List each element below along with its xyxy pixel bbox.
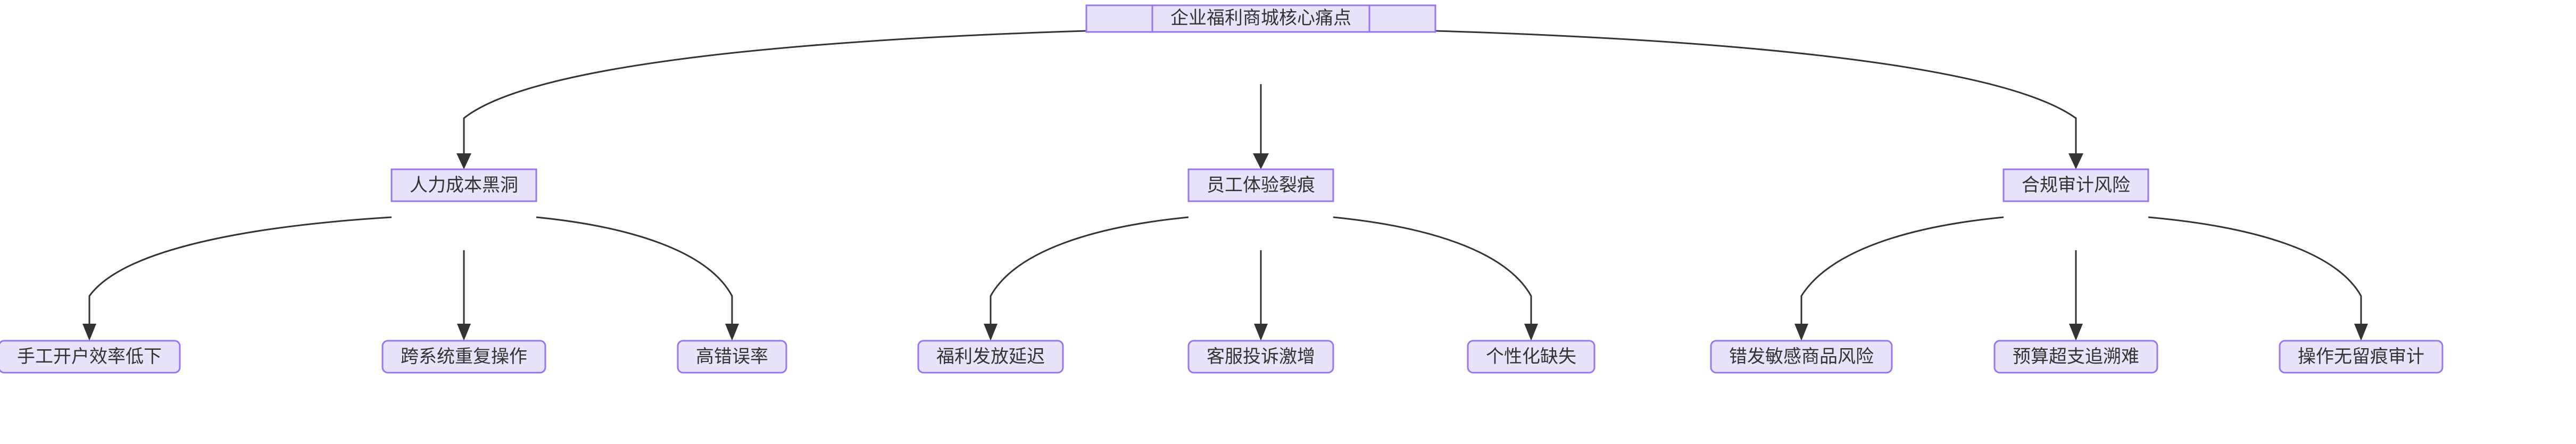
- arrow-head: [2069, 324, 2083, 341]
- node-branch-3-box[interactable]: [2002, 168, 2149, 202]
- edge-path: [88, 216, 392, 329]
- node-leaf-2-label: 跨系统重复操作: [401, 347, 527, 367]
- edge-branch-2-to-leaf-4: [984, 216, 1189, 341]
- node-branch-3-label: 合规审计风险: [2022, 175, 2130, 195]
- node-leaf-5[interactable]: 客服投诉激增: [1187, 340, 1334, 374]
- node-layer: 企业福利商城核心痛点 人力成本黑洞 员工体验裂痕 合规审计风险 手工开户效率低下: [0, 4, 2444, 374]
- edge-branch-1-to-leaf-2: [457, 250, 471, 341]
- node-leaf-7-box[interactable]: [1710, 340, 1893, 374]
- edge-root-to-branch-1: [456, 30, 1087, 169]
- arrow-head: [1794, 324, 1808, 341]
- arrow-head: [984, 324, 998, 341]
- node-leaf-4-label: 福利发放延迟: [936, 347, 1045, 367]
- edge-path: [1333, 216, 1532, 329]
- node-leaf-8-box[interactable]: [1993, 340, 2158, 374]
- node-leaf-7-label: 错发敏感商品风险: [1729, 347, 1874, 367]
- arrow-head: [2068, 153, 2083, 169]
- node-leaf-3-label: 高错误率: [696, 347, 768, 367]
- node-branch-1-box[interactable]: [390, 168, 537, 202]
- node-branch-2[interactable]: 员工体验裂痕: [1187, 168, 1334, 202]
- edge-branch-1-to-leaf-1: [82, 216, 392, 341]
- node-leaf-8-label: 预算超支追溯难: [2013, 347, 2139, 367]
- node-leaf-6-label: 个性化缺失: [1486, 347, 1576, 367]
- node-leaf-5-label: 客服投诉激增: [1207, 347, 1315, 367]
- node-leaf-1[interactable]: 手工开户效率低下: [0, 340, 181, 374]
- edge-path: [1435, 30, 2077, 160]
- node-leaf-6[interactable]: 个性化缺失: [1467, 340, 1596, 374]
- edge-path: [536, 216, 733, 329]
- arrow-head: [457, 324, 471, 341]
- node-leaf-3[interactable]: 高错误率: [677, 340, 787, 374]
- node-leaf-4[interactable]: 福利发放延迟: [917, 340, 1064, 374]
- node-branch-3[interactable]: 合规审计风险: [2002, 168, 2149, 202]
- arrow-head: [1254, 324, 1268, 341]
- node-leaf-5-box[interactable]: [1187, 340, 1334, 374]
- node-leaf-9[interactable]: 操作无留痕审计: [2279, 340, 2444, 374]
- node-branch-1[interactable]: 人力成本黑洞: [390, 168, 537, 202]
- node-leaf-9-label: 操作无留痕审计: [2298, 347, 2424, 367]
- edge-branch-3-to-leaf-7: [1794, 216, 2004, 341]
- node-root-label: 企业福利商城核心痛点: [1170, 8, 1351, 28]
- edge-path: [463, 30, 1087, 160]
- edge-root-to-branch-2: [1253, 84, 1269, 169]
- edge-branch-2-to-leaf-6: [1333, 216, 1538, 341]
- node-leaf-1-label: 手工开户效率低下: [17, 347, 162, 367]
- arrow-head: [1524, 324, 1538, 341]
- node-branch-1-label: 人力成本黑洞: [410, 175, 518, 195]
- node-leaf-4-box[interactable]: [917, 340, 1064, 374]
- node-leaf-3-box[interactable]: [677, 340, 787, 374]
- node-root[interactable]: 企业福利商城核心痛点: [1085, 4, 1436, 33]
- edge-branch-3-to-leaf-8: [2069, 250, 2083, 341]
- arrow-head: [2354, 324, 2368, 341]
- arrow-head: [456, 153, 471, 169]
- node-leaf-9-box[interactable]: [2279, 340, 2444, 374]
- edge-path: [1800, 216, 2004, 329]
- node-leaf-7[interactable]: 错发敏感商品风险: [1710, 340, 1893, 374]
- edge-branch-2-to-leaf-5: [1254, 250, 1268, 341]
- node-leaf-8[interactable]: 预算超支追溯难: [1993, 340, 2158, 374]
- node-branch-2-box[interactable]: [1187, 168, 1334, 202]
- edge-path: [2148, 216, 2362, 329]
- arrow-head: [1253, 153, 1269, 169]
- arrow-head: [82, 324, 96, 341]
- edge-root-to-branch-3: [1435, 30, 2083, 169]
- node-root-box[interactable]: [1151, 4, 1370, 33]
- node-leaf-6-box[interactable]: [1467, 340, 1596, 374]
- edge-branch-3-to-leaf-9: [2148, 216, 2368, 341]
- node-leaf-2[interactable]: 跨系统重复操作: [381, 340, 546, 374]
- arrow-head: [725, 324, 739, 341]
- edge-path: [990, 216, 1189, 329]
- edge-layer: [82, 30, 2368, 341]
- node-leaf-1-box[interactable]: [0, 340, 181, 374]
- node-branch-2-label: 员工体验裂痕: [1207, 175, 1315, 195]
- node-leaf-2-box[interactable]: [381, 340, 546, 374]
- edge-branch-1-to-leaf-3: [536, 216, 739, 341]
